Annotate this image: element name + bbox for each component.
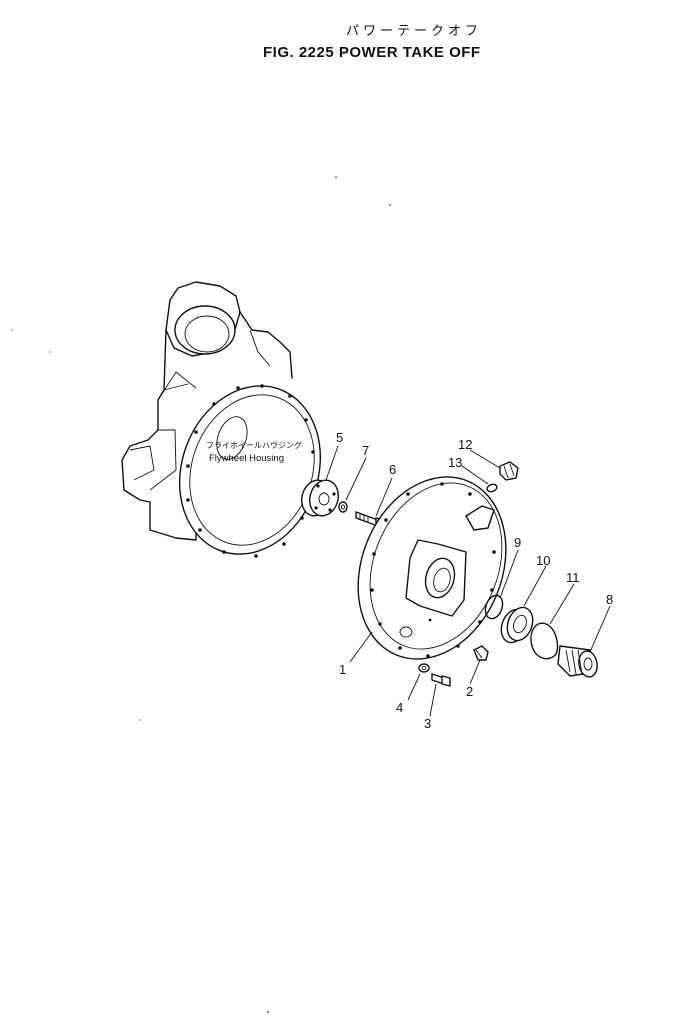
part-5-coupling — [300, 479, 340, 517]
part-2-plug — [473, 645, 489, 661]
callout-11: 11 — [566, 570, 580, 585]
part-1-cover — [357, 476, 507, 660]
leader-lines — [325, 445, 611, 717]
part-7-washer — [338, 501, 348, 513]
scan-specks — [11, 176, 391, 1013]
callout-3: 3 — [424, 716, 431, 731]
callout-1: 1 — [339, 662, 346, 677]
flywheel-housing-label: Flywheel Housing — [209, 453, 284, 464]
part-3-bolt — [431, 673, 451, 687]
callout-6: 6 — [389, 462, 396, 477]
figure-title: FIG. 2225 POWER TAKE OFF — [263, 44, 481, 61]
part-12-plug — [499, 461, 519, 481]
callout-12: 12 — [458, 437, 472, 452]
flywheel-housing-label-japanese: フライホイールハウジング — [206, 440, 302, 450]
callout-7: 7 — [362, 443, 369, 458]
part-11-snap-ring — [530, 622, 559, 660]
callout-10: 10 — [536, 553, 550, 568]
figure-title-japanese: パワーテークオフ — [346, 24, 483, 39]
callout-9: 9 — [514, 535, 521, 550]
callout-4: 4 — [396, 700, 403, 715]
callout-8: 8 — [606, 592, 613, 607]
part-10-bearing — [500, 606, 534, 644]
part-13-o-ring — [486, 483, 498, 493]
part-8-shaft — [557, 645, 598, 678]
callout-numbers: 5 7 6 12 13 9 10 11 8 1 2 4 3 — [336, 430, 613, 731]
callout-13: 13 — [448, 455, 462, 470]
part-4-washer — [418, 663, 430, 673]
part-9-snap-ring — [484, 594, 504, 620]
callout-5: 5 — [336, 430, 343, 445]
callout-2: 2 — [466, 684, 473, 699]
flywheel-housing: フライホイールハウジング Flywheel Housing — [121, 281, 322, 558]
